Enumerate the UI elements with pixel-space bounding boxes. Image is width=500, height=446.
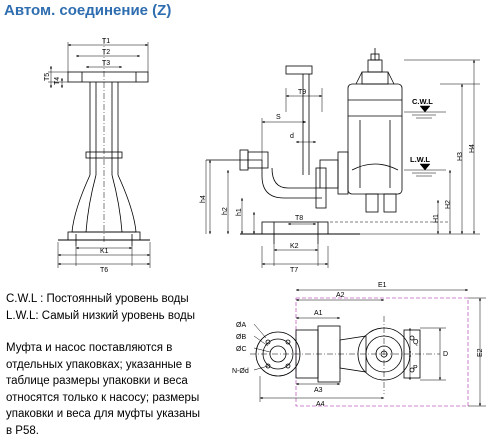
left-dimensions <box>48 42 151 268</box>
label-D: D <box>443 351 448 358</box>
guide-rail-front-view <box>58 38 150 246</box>
label-K1: K1 <box>100 248 109 255</box>
label-T6: T6 <box>100 267 108 274</box>
label-T5: T5 <box>44 73 51 81</box>
label-Nd: N-Ød <box>232 368 249 375</box>
label-T7: T7 <box>290 267 298 274</box>
plan-dimensions <box>253 288 486 407</box>
label-OC: ØC <box>236 346 247 353</box>
label-K2: K2 <box>290 243 299 250</box>
label-A1: A1 <box>314 310 323 317</box>
label-T1: T1 <box>102 38 110 45</box>
pump-side-view <box>206 48 450 244</box>
legend-cwl: C.W.L : Постоянный уровень воды <box>6 293 189 305</box>
legend-lwl: L.W.L: Самый низкий уровень воды <box>6 310 195 322</box>
label-H4: H4 <box>469 144 476 153</box>
label-T4: T4 <box>54 77 61 85</box>
label-T8: T8 <box>295 215 303 222</box>
label-H1: H1 <box>433 214 440 223</box>
label-A2: A2 <box>336 292 345 299</box>
label-h4: h4 <box>200 195 207 203</box>
pump-plan-view <box>250 297 469 407</box>
label-S: S <box>276 114 281 121</box>
label-T2: T2 <box>102 49 110 56</box>
label-T9: T9 <box>298 89 306 96</box>
page-title: Автом. соединение (Z) <box>4 2 172 19</box>
water-level-markers <box>404 105 446 177</box>
label-H3: H3 <box>457 152 464 161</box>
label-cwl: C.W.L <box>412 97 433 106</box>
label-d: d <box>290 133 294 140</box>
label-P: P <box>413 365 418 372</box>
label-h1: h1 <box>236 208 243 216</box>
label-OA: ØA <box>236 322 246 329</box>
label-lwl: L.W.L <box>410 155 430 164</box>
label-A3: A3 <box>314 387 323 394</box>
label-E1: E1 <box>378 282 387 289</box>
middle-dimensions <box>205 59 480 268</box>
label-h2: h2 <box>222 207 229 215</box>
packaging-note: Муфта и насос поставляются в отдельных у… <box>6 342 201 437</box>
label-E2: E2 <box>477 348 484 357</box>
label-A4: A4 <box>316 401 325 408</box>
label-T3: T3 <box>102 60 110 67</box>
label-Q: Q <box>413 339 419 346</box>
label-OB: ØB <box>236 334 246 341</box>
label-H2: H2 <box>445 200 452 209</box>
